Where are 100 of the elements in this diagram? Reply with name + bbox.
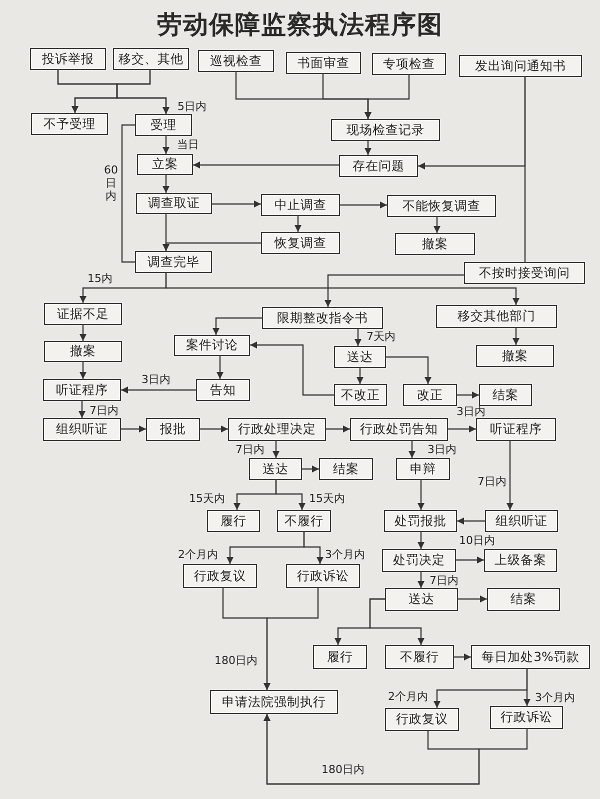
arrow [272, 441, 280, 458]
process-box: 受理 [135, 114, 192, 136]
process-box: 移交、其他 [113, 48, 189, 70]
process-box: 结案 [487, 588, 560, 611]
arrow [78, 401, 86, 418]
arrow [200, 426, 228, 432]
edge-label: 3个月内 [534, 692, 576, 704]
edge-label: 7日内 [234, 444, 266, 456]
edge-label: 15天内 [188, 493, 226, 505]
connector-line [524, 77, 526, 262]
process-box: 书面审查 [286, 52, 361, 74]
process-box: 不能恢复调查 [387, 195, 496, 217]
arrow [303, 532, 324, 564]
arrow [454, 654, 471, 660]
edge-label: 7天内 [366, 331, 396, 343]
process-box: 行政诉讼 [490, 706, 563, 729]
process-box: 申请法院强制执行 [210, 690, 338, 714]
process-box: 投诉举报 [30, 48, 106, 70]
edge-label: 3日内 [140, 374, 172, 386]
process-box: 履行 [207, 510, 260, 532]
arrow [369, 598, 424, 645]
arrow [457, 518, 485, 524]
process-box: 中止调查 [261, 194, 340, 216]
process-box: 处罚报批 [384, 510, 457, 532]
edge-label: 15内 [86, 273, 114, 285]
arrow [364, 75, 410, 119]
edge-label: 60日内 [104, 162, 118, 204]
arrow [162, 175, 170, 193]
arrow [408, 441, 416, 458]
arrow [434, 217, 440, 233]
arrow [216, 356, 224, 379]
edge-label: 3个月内 [324, 549, 366, 561]
arrow [340, 202, 387, 208]
arrow [80, 325, 86, 341]
process-box: 撤案 [395, 233, 475, 255]
process-box: 不履行 [277, 510, 331, 532]
process-box: 组织听证 [485, 510, 558, 532]
arrow [121, 386, 196, 394]
process-box: 恢复调查 [261, 232, 340, 254]
process-box: 送达 [385, 588, 458, 611]
arrow [418, 532, 424, 549]
process-box: 不予受理 [31, 113, 108, 135]
edge-label: 7日内 [428, 575, 460, 587]
process-box: 专项检查 [372, 53, 446, 75]
arrow [121, 426, 146, 432]
process-box: 告知 [196, 379, 250, 401]
edge-label: 180日内 [214, 655, 258, 667]
arrow [162, 214, 170, 251]
process-box: 行政复议 [183, 564, 257, 588]
arrow [165, 273, 520, 305]
process-box: 每日加处3%罚款 [471, 645, 590, 669]
edge-label: 7日内 [476, 476, 508, 488]
process-box: 调查完毕 [135, 251, 212, 273]
process-box: 行政复议 [385, 708, 459, 731]
arrow [116, 70, 170, 114]
process-box: 撤案 [476, 345, 554, 367]
edge-label: 2个月内 [177, 549, 219, 561]
edge-label: 10日内 [458, 535, 496, 547]
arrow [326, 426, 350, 432]
process-box: 结案 [319, 458, 373, 480]
process-box: 不按时接受询问 [464, 262, 585, 284]
edge-label: 3日内 [426, 444, 458, 456]
process-box: 送达 [249, 458, 302, 480]
process-box: 行政诉讼 [286, 564, 360, 588]
arrow [80, 362, 86, 379]
edge-label: 180日内 [320, 764, 366, 776]
process-box: 行政处罚告知 [350, 418, 448, 441]
title: 劳动保障监察执法程序图 [156, 9, 444, 41]
arrow [354, 329, 362, 346]
arrow [212, 317, 262, 335]
process-box: 巡视检查 [198, 50, 274, 72]
process-box: 组织听证 [43, 418, 121, 441]
edge-label: 3日内 [456, 406, 486, 418]
arrow [302, 466, 319, 472]
arrow [193, 162, 339, 168]
arrow [264, 714, 528, 785]
process-box: 存在问题 [339, 155, 418, 177]
connector-line [121, 124, 135, 263]
process-box: 证据不足 [44, 303, 122, 325]
arrow [456, 556, 484, 564]
arrow [418, 480, 424, 510]
process-box: 撤案 [44, 341, 122, 362]
arrow [212, 200, 261, 208]
process-box: 调查取证 [136, 193, 212, 214]
process-box: 处罚决定 [382, 549, 456, 572]
arrow [386, 356, 432, 384]
arrow [512, 328, 520, 345]
process-box: 发出询问通知书 [459, 55, 582, 77]
process-box: 结案 [479, 384, 532, 406]
arrow [264, 588, 319, 690]
process-box: 履行 [313, 645, 367, 669]
arrow [458, 596, 487, 602]
process-box: 移交其他部门 [436, 305, 557, 328]
arrow [250, 342, 334, 396]
arrow [294, 216, 302, 232]
process-box: 送达 [334, 346, 386, 368]
edge-label: 15天内 [308, 493, 346, 505]
arrow [524, 669, 530, 706]
edge-label: 当日 [176, 139, 200, 151]
process-box: 不履行 [385, 645, 454, 669]
